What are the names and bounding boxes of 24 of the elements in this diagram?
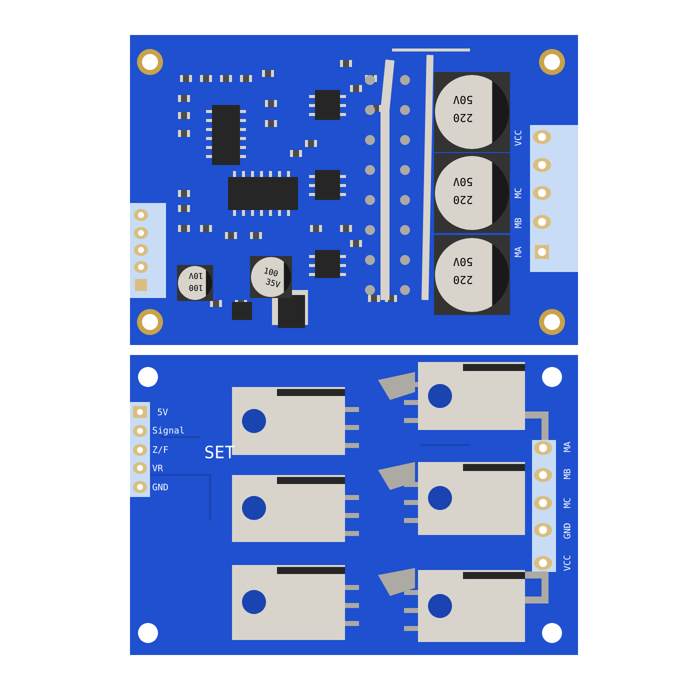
- capacitor-marking: 220: [454, 114, 472, 122]
- pin-label: Z/F: [152, 446, 168, 454]
- capacitor-marking: 10V: [189, 272, 202, 280]
- capacitor-marking: 220: [454, 276, 472, 284]
- capacitor-marking: 100: [189, 284, 202, 292]
- pin-label: GND: [564, 523, 570, 539]
- pin-label: MA: [514, 246, 522, 258]
- pin-label: VCC: [564, 556, 570, 571]
- pin-label: Signal: [152, 426, 184, 436]
- pin-label: MC: [564, 498, 570, 508]
- pin-label: 5V: [158, 408, 168, 416]
- capacitor-marking: 50V: [453, 258, 472, 266]
- pin-label: VCC: [514, 130, 522, 146]
- pin-label: GND: [152, 484, 168, 490]
- capacitor-marking: 220: [454, 196, 472, 204]
- pin-label: MA: [564, 442, 570, 452]
- capacitor-marking: 50V: [453, 178, 472, 186]
- pin-label: VR: [152, 464, 164, 472]
- pin-label: MC: [514, 188, 522, 198]
- pin-label: MB: [514, 218, 522, 228]
- capacitor-marking: 100: [264, 268, 278, 276]
- pin-label: MB: [564, 469, 570, 480]
- capacitor-marking: 35V: [266, 278, 281, 288]
- capacitor-marking: 50V: [453, 96, 472, 104]
